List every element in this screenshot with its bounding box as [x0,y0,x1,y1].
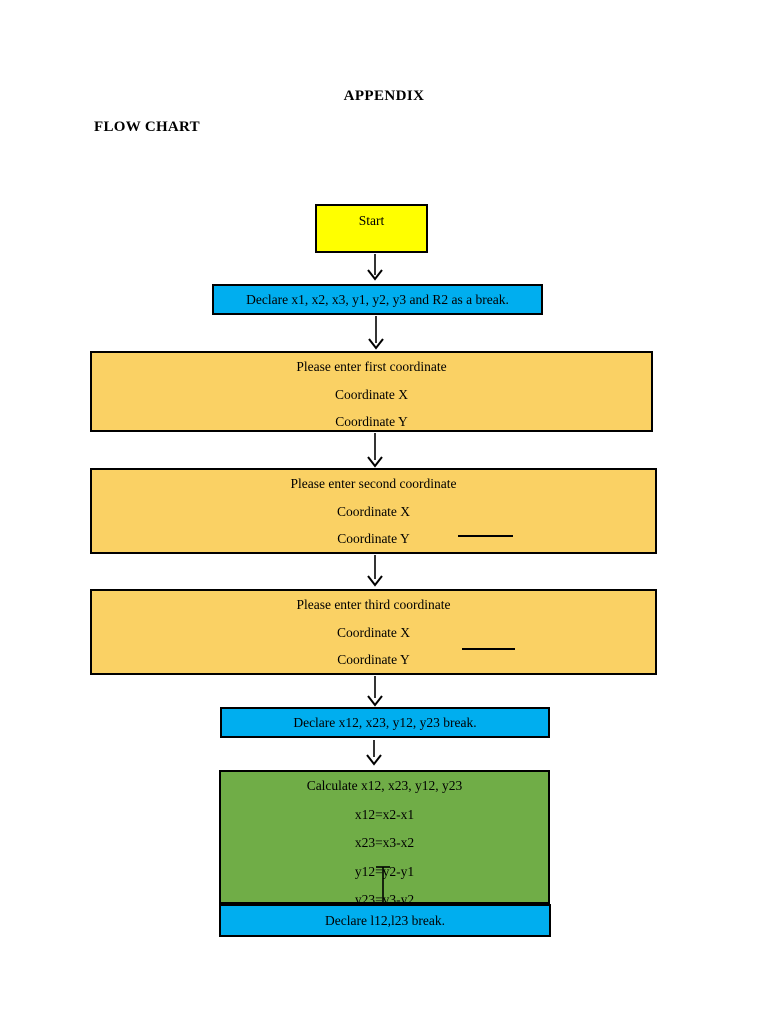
page-title: APPENDIX [343,88,425,104]
enter-first-coordinate-box: Please enter first coordinate Coordinate… [90,351,653,432]
box-text-line: Coordinate Y [337,531,410,547]
blank-answer-line [462,648,515,650]
declare-lengths-box: Declare l12,l23 break. [219,904,551,937]
calculate-box: Calculate x12, x23, y12, y23 x12=x2-x1 x… [219,770,550,904]
enter-third-coordinate-box: Please enter third coordinate Coordinate… [90,589,657,675]
arrow-declare-deltas-to-calculate [366,740,382,766]
declare-deltas-label: Declare x12, x23, y12, y23 break. [293,714,477,730]
box-text-line: Please enter second coordinate [290,476,457,491]
box-text-line: x12=x2-x1 [354,806,415,822]
enter-second-coordinate-box: Please enter second coordinate Coordinat… [90,468,657,554]
box-text-line: Please enter first coordinate [296,359,447,374]
arrow-start-to-declare [367,254,383,281]
box-text-line: Coordinate Y [335,414,408,430]
box-text-line: x23=x3-x2 [354,835,415,850]
arrow-declare-to-first [368,316,384,350]
declare-lengths-label: Declare l12,l23 break. [325,912,445,928]
box-text-line: Coordinate X [334,386,409,402]
blank-answer-line [458,535,513,537]
arrow-third-to-declare-deltas [367,676,383,707]
declare-variables-box: Declare x1, x2, x3, y1, y2, y3 and R2 as… [212,284,543,315]
start-box: Start [315,204,428,253]
box-text-line: Coordinate X [336,624,411,640]
box-text-line: Coordinate X [336,503,411,519]
arrow-first-to-second [367,433,383,468]
arrow-second-to-third [367,555,383,587]
box-text-line: Calculate x12, x23, y12, y23 [306,778,463,793]
flow-chart-heading: FLOW CHART [94,119,200,135]
box-text-line: Please enter third coordinate [296,597,451,612]
declare-deltas-box: Declare x12, x23, y12, y23 break. [220,707,550,738]
box-text-line: y12=y2-y1 [354,863,415,879]
box-text-line: y23=y3-y2 [354,892,415,904]
start-label: Start [358,213,385,228]
declare-variables-label: Declare x1, x2, x3, y1, y2, y3 and R2 as… [246,291,509,307]
box-text-line: Coordinate Y [337,652,410,668]
